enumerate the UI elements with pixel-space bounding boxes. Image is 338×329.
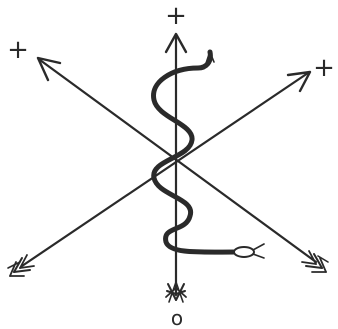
serpent-head: [234, 247, 254, 257]
top-plus-sign: +: [165, 1, 187, 31]
falling-arrow-shaft: [40, 60, 316, 262]
upper-left-plus-sign: +: [7, 35, 29, 65]
bottom-circle-sign: o: [171, 306, 183, 329]
upper-right-plus-sign: +: [313, 53, 335, 83]
rising-arrow-fletching: [8, 255, 34, 276]
diagonal-arrow-rising: [8, 72, 310, 276]
